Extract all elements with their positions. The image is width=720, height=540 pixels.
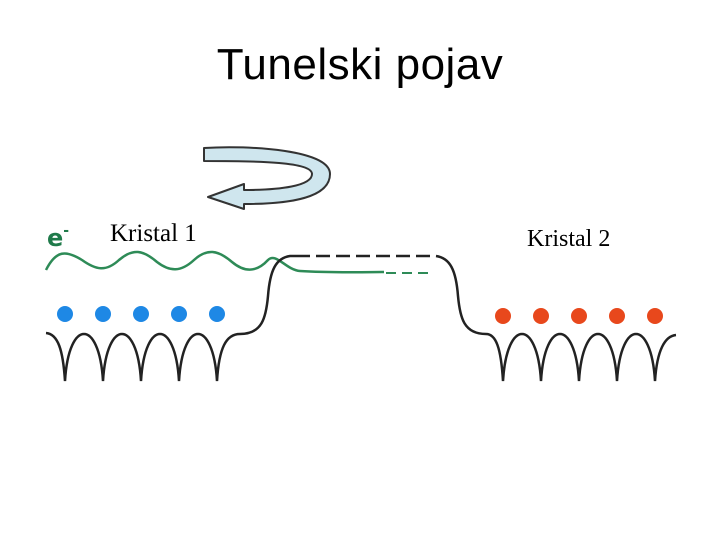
atom	[57, 306, 73, 322]
atom	[495, 308, 511, 324]
crystal2-potential	[435, 254, 677, 382]
electron-symbol: e	[47, 224, 64, 252]
atom	[533, 308, 549, 324]
electron-wave	[44, 250, 385, 274]
crystal2-label: Kristal 2	[527, 226, 611, 252]
atom	[609, 308, 625, 324]
crystal1-label: Kristal 1	[110, 220, 197, 247]
atom	[95, 306, 111, 322]
electron-charge: -	[63, 223, 70, 239]
atom	[571, 308, 587, 324]
slide-title: Tunelski pojav	[216, 40, 504, 89]
crystal1-potential	[45, 254, 296, 382]
atom	[209, 306, 225, 322]
atom	[647, 308, 663, 324]
curved-arrow-left-icon	[203, 146, 331, 210]
crystal2-atoms	[495, 308, 663, 324]
electron-label: e-	[47, 223, 70, 252]
crystal1-atoms	[57, 306, 225, 322]
atom	[133, 306, 149, 322]
atom	[171, 306, 187, 322]
